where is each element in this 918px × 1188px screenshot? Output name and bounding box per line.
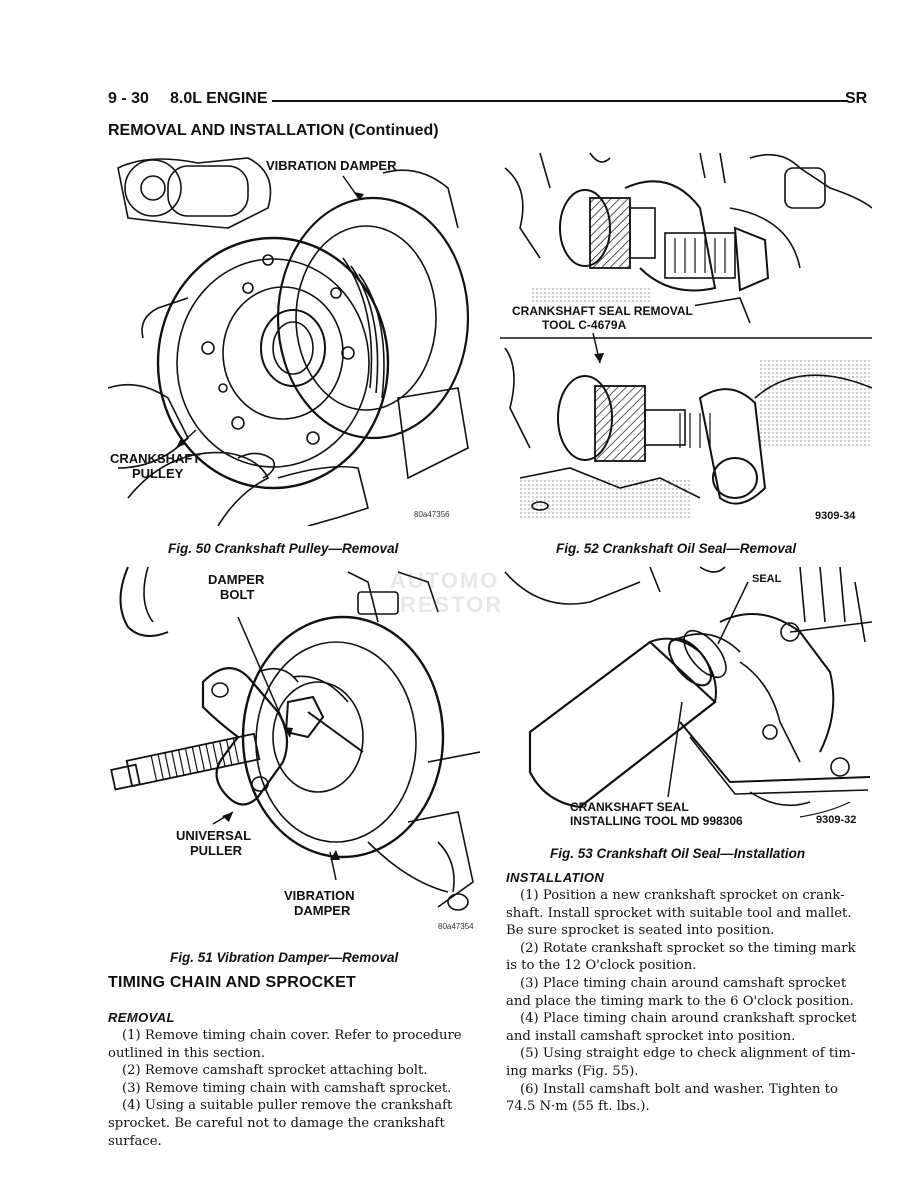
removal-line: (4) Using a suitable puller remove the c… <box>122 1098 453 1114</box>
damper-puller-illustration <box>110 566 480 911</box>
figure-50-caption: Fig. 50 Crankshaft Pulley—Removal <box>168 541 399 556</box>
figure-code: 80a47356 <box>414 510 450 519</box>
seal-removal-illustration <box>500 152 872 518</box>
removal-steps: (1) Remove timing chain cover. Refer to … <box>108 1027 480 1150</box>
installation-steps: (1) Position a new crankshaft sprocket o… <box>506 887 873 1116</box>
removal-line: (1) Remove timing chain cover. Refer to … <box>122 1028 462 1043</box>
header-rule <box>272 100 848 102</box>
removal-line: surface. <box>108 1133 162 1149</box>
installation-line: (3) Place timing chain around camshaft s… <box>520 975 847 991</box>
page-number: 9 - 30 <box>108 90 149 107</box>
callout-crankshaft: CRANKSHAFT <box>110 451 201 466</box>
figure-52-oil-seal-removal: CRANKSHAFT SEAL REMOVAL TOOL C-4679A 930… <box>500 148 872 528</box>
installation-line: shaft. Install sprocket with suitable to… <box>506 905 852 921</box>
installation-line: ing marks (Fig. 55). <box>506 1063 639 1079</box>
installation-line: (4) Place timing chain around crankshaft… <box>520 1011 857 1027</box>
removal-line: sprocket. Be careful not to damage the c… <box>108 1115 445 1131</box>
installation-line: and place the timing mark to the 6 O'clo… <box>506 993 854 1009</box>
callout-puller: PULLER <box>190 843 242 858</box>
figure-50-crankshaft-pulley: VIBRATION DAMPER CRANKSHAFT PULLEY 80a47… <box>108 148 480 526</box>
removal-line: (3) Remove timing chain with camshaft sp… <box>122 1080 452 1096</box>
figure-code: 80a47354 <box>438 922 474 931</box>
figure-code: 9309-34 <box>815 510 856 522</box>
callout-pulley: PULLEY <box>132 466 184 481</box>
installation-line: (5) Using straight edge to check alignme… <box>520 1046 856 1062</box>
crankshaft-pulley-illustration <box>108 157 470 526</box>
removal-heading: REMOVAL <box>108 1010 175 1025</box>
installation-line: (2) Rotate crankshaft sprocket so the ti… <box>520 940 856 956</box>
removal-line: (2) Remove camshaft sprocket attaching b… <box>122 1063 428 1079</box>
installation-line: Be sure sprocket is seated into position… <box>506 923 775 939</box>
installation-line: (1) Position a new crankshaft sprocket o… <box>520 888 845 903</box>
callout-damper-label: DAMPER <box>294 903 351 918</box>
callout-damper: DAMPER <box>208 572 265 587</box>
figure-52-caption: Fig. 52 Crankshaft Oil Seal—Removal <box>556 541 797 556</box>
callout-vibration: VIBRATION <box>284 888 355 903</box>
figure-51-caption: Fig. 51 Vibration Damper—Removal <box>170 950 399 965</box>
removal-line: outlined in this section. <box>108 1045 266 1061</box>
manual-code: SR <box>845 90 868 107</box>
figure-53-caption: Fig. 53 Crankshaft Oil Seal—Installation <box>550 846 806 861</box>
installation-line: and install camshaft sprocket into posit… <box>506 1028 796 1044</box>
installation-line: is to the 12 O'clock position. <box>506 958 697 974</box>
figure-code: 9309-32 <box>816 814 857 826</box>
callout-vibration-damper: VIBRATION DAMPER <box>266 158 397 173</box>
callout-tool-number: TOOL C-4679A <box>540 318 629 333</box>
installation-line: 74.5 N·m (55 ft. lbs.). <box>506 1099 650 1115</box>
callout-crankshaft-seal: CRANKSHAFT SEAL <box>570 800 689 814</box>
timing-chain-heading: TIMING CHAIN AND SPROCKET <box>108 974 356 991</box>
figure-53-oil-seal-installation: SEAL CRANKSHAFT SEAL INSTALLING TOOL MD … <box>500 562 872 830</box>
callout-seal-removal-tool: CRANKSHAFT SEAL REMOVAL <box>510 304 695 319</box>
callout-installing-tool: INSTALLING TOOL MD 998306 <box>570 814 743 828</box>
installation-heading: INSTALLATION <box>506 870 605 885</box>
figure-51-vibration-damper: DAMPER BOLT UNIVERSAL PULLER VIBRATION D… <box>108 562 480 938</box>
installation-line: (6) Install camshaft bolt and washer. Ti… <box>520 1081 838 1097</box>
seal-installation-illustration <box>504 566 872 818</box>
callout-seal: SEAL <box>752 573 782 585</box>
callout-universal: UNIVERSAL <box>176 828 252 843</box>
section-name: 8.0L ENGINE <box>170 90 268 107</box>
section-title: REMOVAL AND INSTALLATION (Continued) <box>108 122 439 139</box>
callout-bolt: BOLT <box>220 587 255 602</box>
